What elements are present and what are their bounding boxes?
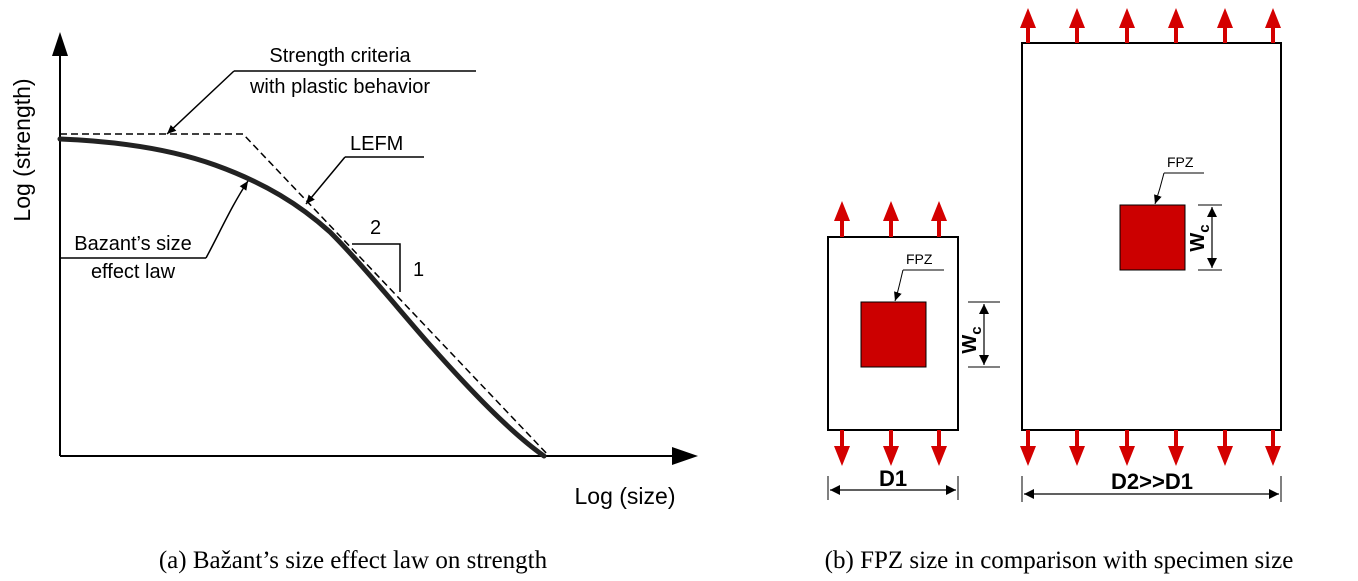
large-specimen-fpz-label: FPZ [1167,154,1194,170]
y-axis-label: Log (strength) [9,78,35,221]
caption-a: (a) Bažant’s size effect law on strength [159,547,548,574]
tension-arrow-up [1069,8,1085,43]
small-specimen-fpz-label: FPZ [906,251,933,267]
annotation-bazant-line1: Bazant’s size [74,233,191,255]
large-specimen-top-arrows [1020,8,1281,43]
tension-arrow-down [1119,430,1135,466]
tension-arrow-up [1168,8,1184,43]
large-specimen-fpz-leader [1154,172,1165,205]
large-specimen: FPZ Wc D2>>D1 [1020,8,1282,502]
large-specimen-fpz [1119,204,1186,271]
large-specimen-width-label: D2>>D1 [1111,469,1193,494]
annotation-strength-leader [166,70,235,135]
small-specimen-bottom-arrows [834,430,947,466]
tension-arrow-down [1217,430,1233,466]
annotation-strength-criteria-line2: with plastic behavior [249,76,430,98]
tension-arrow-up [1119,8,1135,43]
panel-b: FPZ Wc D1 [825,8,1294,574]
annotation-bazant-leader [205,180,249,259]
annotation-strength-criteria-line1: Strength criteria [269,45,411,67]
tension-arrow-up [1265,8,1281,43]
tension-arrow-up [834,201,850,237]
slope-triangle [352,243,401,292]
small-specimen-wc-label: Wc [959,326,985,353]
tension-arrow-down [834,430,850,466]
x-axis-label: Log (size) [575,483,676,509]
y-axis-arrowhead [52,32,68,56]
annotation-lefm: LEFM [350,133,403,155]
large-specimen-wc-label: Wc [1187,224,1213,251]
tension-arrow-down [883,430,899,466]
asymptote-dashed-line [60,133,550,457]
small-specimen-fpz-leader [894,269,904,302]
tension-arrow-down [1069,430,1085,466]
annotation-bazant-line2: effect law [91,261,176,283]
tension-arrow-up [931,201,947,237]
tension-arrow-up [1217,8,1233,43]
large-specimen-bottom-arrows [1020,430,1281,466]
small-specimen-top-arrows [834,201,947,237]
small-specimen: FPZ Wc D1 [827,201,1000,500]
slope-run-label: 2 [370,217,381,239]
small-specimen-fpz [860,301,927,368]
bazant-size-effect-curve [57,136,547,459]
annotation-lefm-leader [305,156,346,205]
tension-arrow-down [1265,430,1281,466]
small-specimen-width-label: D1 [879,466,907,491]
panel-a: Log (strength) Log (size) 2 1 Strength c… [9,32,698,574]
slope-rise-label: 1 [413,259,424,281]
tension-arrow-up [883,201,899,237]
tension-arrow-down [1168,430,1184,466]
tension-arrow-down [931,430,947,466]
tension-arrow-down [1020,430,1036,466]
caption-b: (b) FPZ size in comparison with specimen… [825,547,1294,574]
tension-arrow-up [1020,8,1036,43]
x-axis-arrowhead [672,447,698,465]
